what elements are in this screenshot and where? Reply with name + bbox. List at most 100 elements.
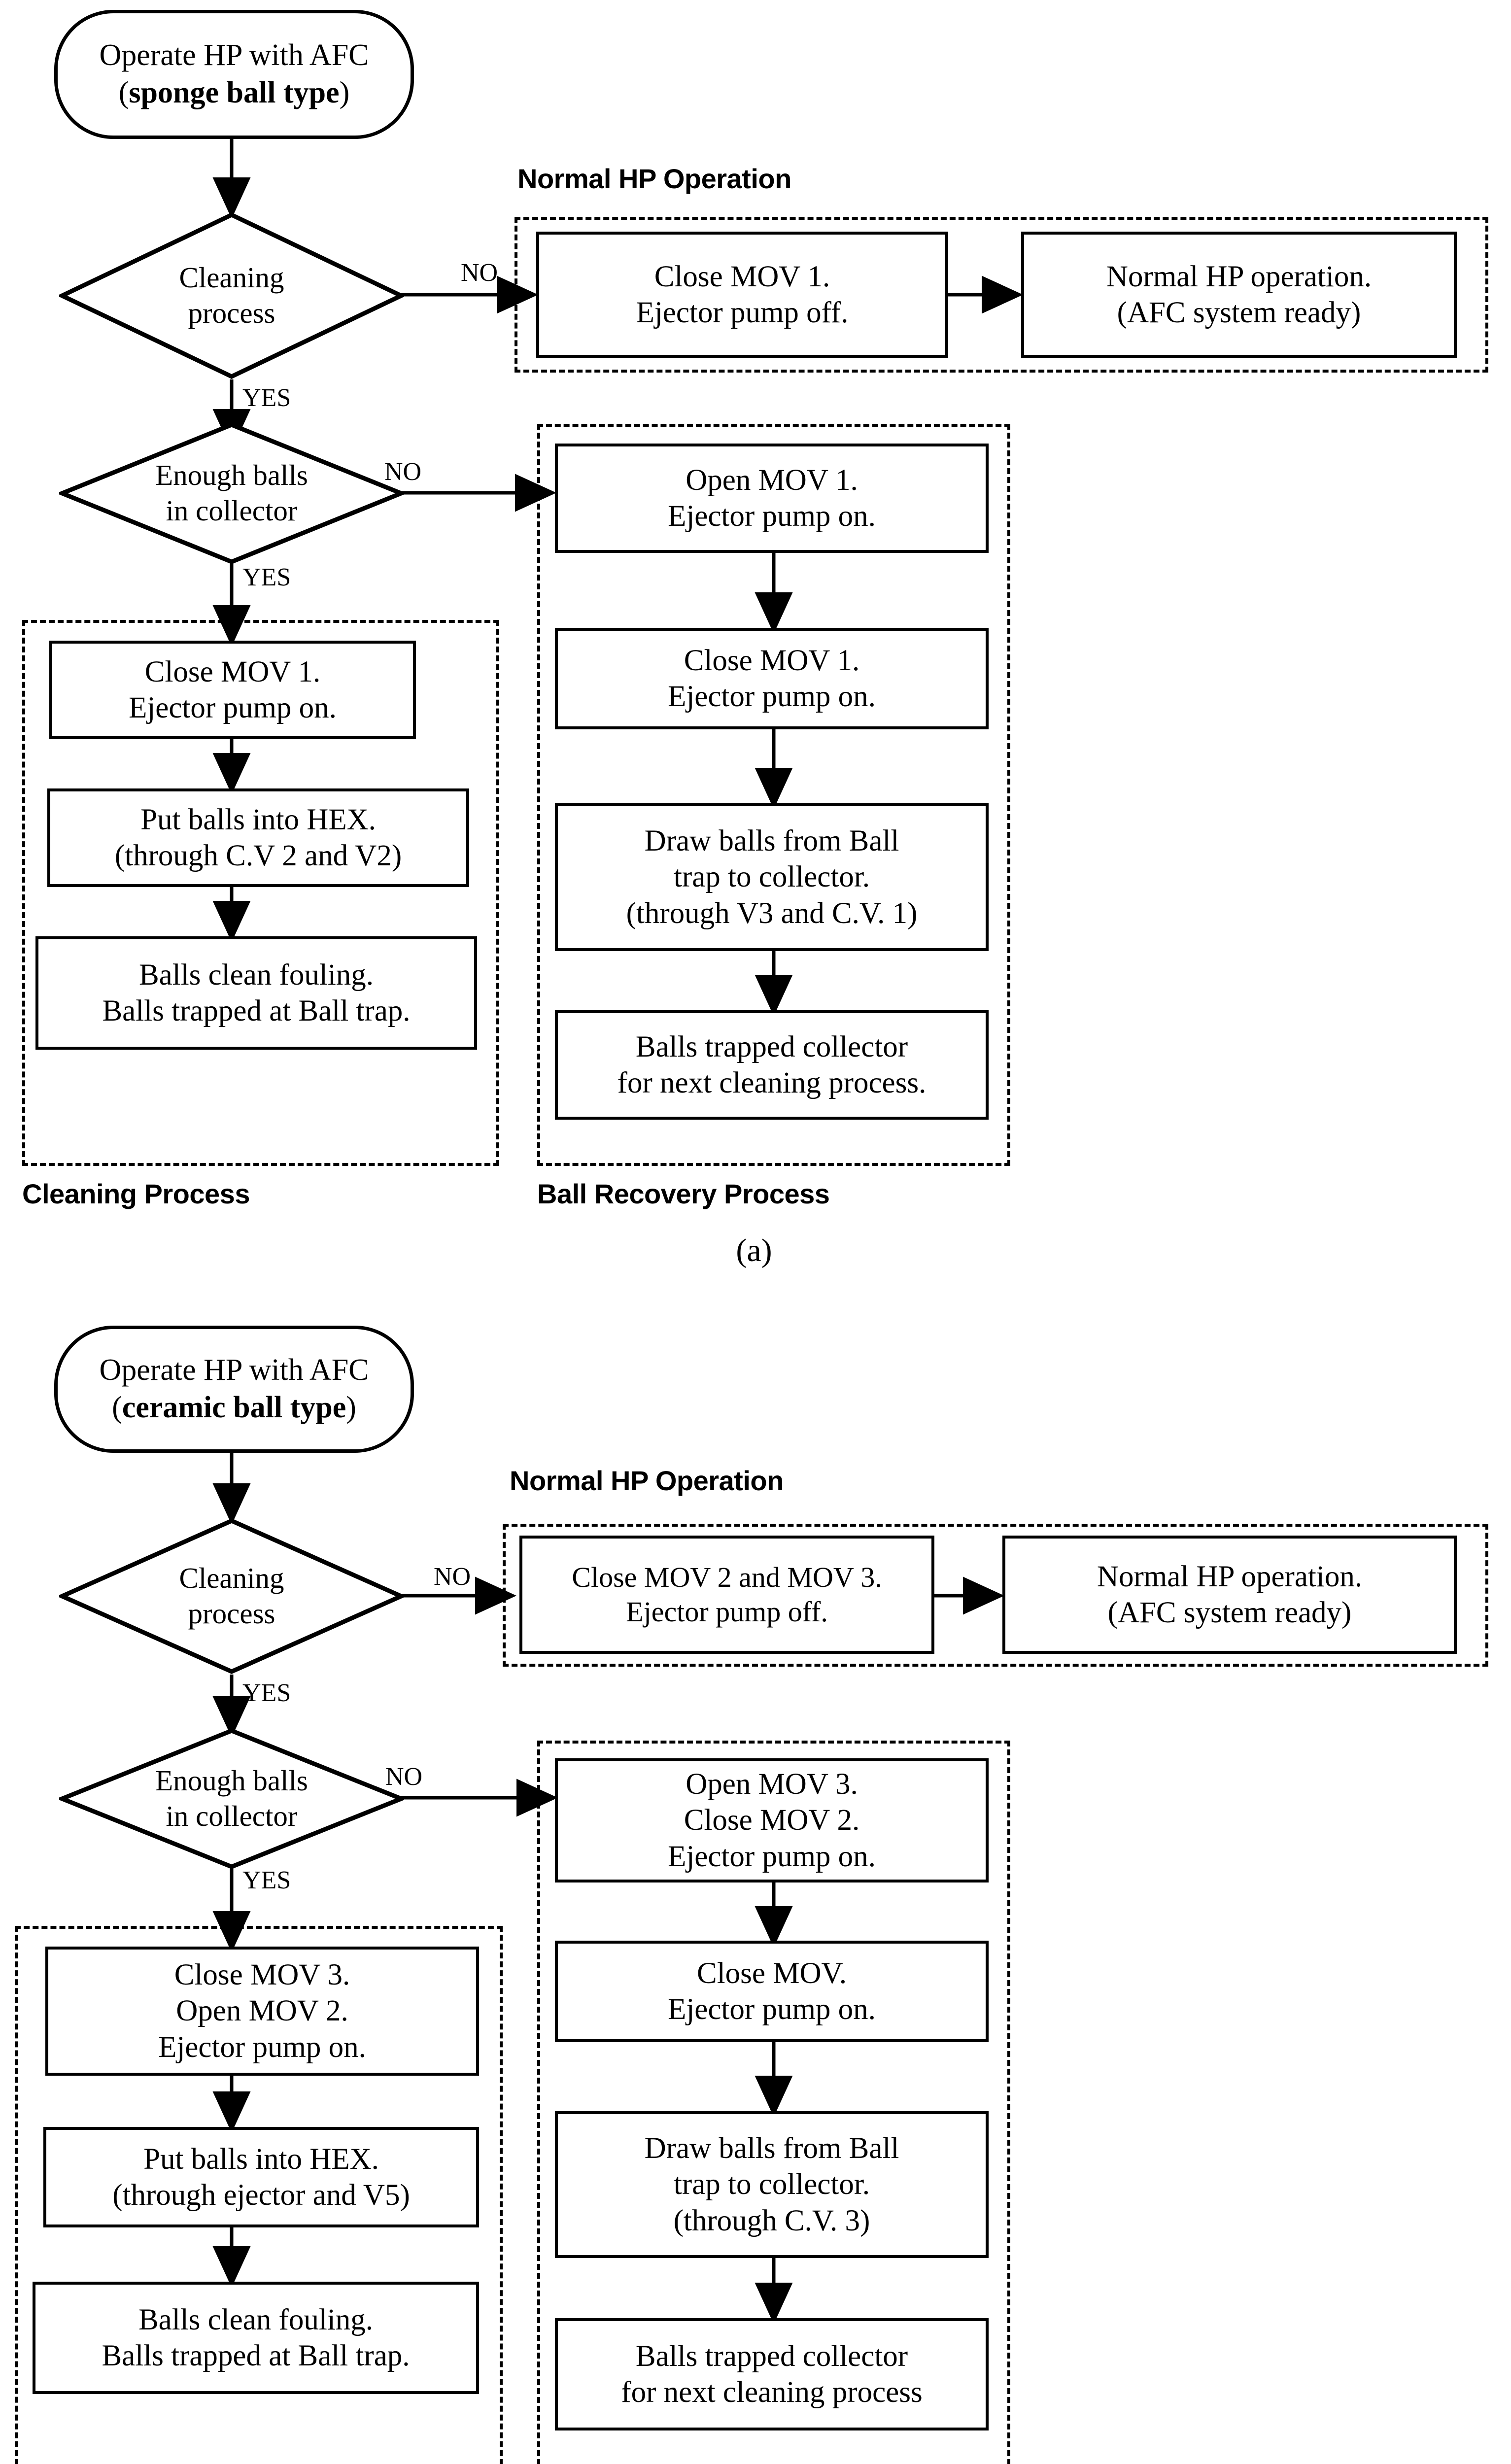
decision-cleaning-line-2: process — [188, 297, 275, 329]
start-line-2: (sponge ball type) — [118, 76, 350, 109]
normal-op-box-1: Close MOV 1. Ejector pump off. — [536, 232, 948, 358]
decision-cleaning-line-2: process — [188, 1597, 275, 1630]
start-terminator: Operate HP with AFC (ceramic ball type) — [54, 1326, 414, 1453]
cleaning-box-3-line-1: Balls clean fouling. — [138, 958, 374, 992]
edge-label-cleaning-yes: YES — [242, 384, 291, 412]
edge-label-enough-yes: YES — [242, 1866, 291, 1894]
cleaning-box-3-line-2: Balls trapped at Ball trap. — [102, 2339, 410, 2372]
decision-enough-balls: Enough balls in collector — [59, 422, 404, 565]
normal-op-box-2-line-1: Normal HP operation. — [1106, 260, 1372, 293]
group-ball-recovery-process — [537, 424, 1010, 1166]
group-cleaning-process — [22, 620, 499, 1166]
recovery-box-1-line-2: Close MOV 2. — [684, 1804, 860, 1837]
flowchart-figure-b: Operate HP with AFC (ceramic ball type) … — [0, 1321, 1511, 2464]
normal-op-box-1: Close MOV 2 and MOV 3. Ejector pump off. — [519, 1536, 934, 1654]
recovery-box-1-line-1: Open MOV 1. — [686, 463, 858, 497]
cleaning-box-2: Put balls into HEX. (through ejector and… — [43, 2127, 479, 2227]
cleaning-box-3: Balls clean fouling. Balls trapped at Ba… — [33, 2282, 479, 2394]
normal-op-box-2: Normal HP operation. (AFC system ready) — [1002, 1536, 1457, 1654]
start-line-2: (ceramic ball type) — [112, 1391, 356, 1424]
start-line-1: Operate HP with AFC — [99, 38, 369, 72]
normal-op-box-2: Normal HP operation. (AFC system ready) — [1021, 232, 1457, 358]
recovery-box-3-line-1: Draw balls from Ball — [644, 824, 899, 858]
recovery-box-2-line-2: Ejector pump on. — [668, 1993, 876, 2026]
normal-op-box-2-line-2: (AFC system ready) — [1117, 296, 1361, 329]
decision-cleaning-line-1: Cleaning — [179, 1562, 284, 1595]
recovery-box-3: Draw balls from Ball trap to collector. … — [555, 803, 989, 951]
figure-a-caption: (a) — [655, 1232, 853, 1269]
edge-label-enough-yes: YES — [242, 563, 291, 591]
normal-op-box-1-line-1: Close MOV 1. — [654, 260, 830, 293]
cleaning-box-2-line-1: Put balls into HEX. — [140, 803, 376, 836]
cleaning-box-3-line-2: Balls trapped at Ball trap. — [102, 994, 411, 1027]
edge-label-enough-no: NO — [385, 1763, 423, 1791]
figure-a-stage: Operate HP with AFC (sponge ball type) C… — [22, 10, 1488, 1269]
cleaning-box-1-line-2: Ejector pump on. — [129, 691, 337, 724]
group-ball-recovery-process — [537, 1741, 1010, 2464]
recovery-box-1-line-1: Open MOV 3. — [686, 1768, 858, 1801]
figure-b-stage: Operate HP with AFC (ceramic ball type) … — [0, 1321, 1511, 2464]
edge-label-cleaning-yes: YES — [242, 1679, 291, 1707]
cleaning-box-1-line-1: Close MOV 3. — [174, 1958, 350, 1992]
recovery-box-4: Balls trapped collector for next cleanin… — [555, 1010, 989, 1120]
decision-cleaning-line-1: Cleaning — [179, 261, 284, 294]
figure-a-caption-text: (a) — [736, 1232, 772, 1268]
recovery-box-1-line-2: Ejector pump on. — [668, 500, 876, 533]
group-normal-hp-operation — [515, 217, 1488, 373]
cleaning-box-2: Put balls into HEX. (through C.V 2 and V… — [47, 788, 469, 887]
group-cleaning-process — [15, 1926, 503, 2464]
recovery-box-4-line-2: for next cleaning process. — [617, 1066, 927, 1099]
cleaning-box-1: Close MOV 1. Ejector pump on. — [49, 641, 416, 739]
decision-enough-line-2: in collector — [166, 1800, 298, 1832]
decision-enough-balls: Enough balls in collector — [59, 1728, 404, 1870]
start-terminator: Operate HP with AFC (sponge ball type) — [54, 10, 414, 139]
recovery-box-2: Close MOV 1. Ejector pump on. — [555, 628, 989, 729]
recovery-box-3: Draw balls from Ball trap to collector. … — [555, 2111, 989, 2258]
normal-op-box-1-line-1: Close MOV 2 and MOV 3. — [572, 1561, 882, 1594]
decision-enough-line-1: Enough balls — [155, 459, 308, 492]
cleaning-box-1-line-1: Close MOV 1. — [144, 655, 321, 688]
cleaning-box-3-line-1: Balls clean fouling. — [138, 2303, 374, 2336]
decision-enough-line-1: Enough balls — [155, 1764, 308, 1797]
group-label-cleaning-process: Cleaning Process — [22, 1178, 250, 1209]
recovery-box-1: Open MOV 1. Ejector pump on. — [555, 444, 989, 553]
recovery-box-1-line-3: Ejector pump on. — [668, 1840, 876, 1873]
group-normal-hp-operation — [503, 1524, 1488, 1667]
cleaning-box-2-line-1: Put balls into HEX. — [143, 2142, 379, 2176]
cleaning-box-2-line-2: (through ejector and V5) — [112, 2179, 410, 2212]
decision-cleaning-process: Cleaning process — [59, 212, 404, 379]
edge-label-enough-no: NO — [384, 458, 422, 486]
normal-op-box-1-line-2: Ejector pump off. — [636, 296, 849, 329]
recovery-box-2: Close MOV. Ejector pump on. — [555, 1941, 989, 2042]
edge-label-cleaning-no: NO — [461, 259, 498, 287]
flowchart-figure-a: Operate HP with AFC (sponge ball type) C… — [22, 10, 1488, 1269]
group-label-normal-hp-operation: Normal HP Operation — [510, 1465, 784, 1496]
recovery-box-4-line-2: for next cleaning process — [621, 2376, 923, 2409]
recovery-box-1: Open MOV 3. Close MOV 2. Ejector pump on… — [555, 1758, 989, 1882]
cleaning-box-1: Close MOV 3. Open MOV 2. Ejector pump on… — [45, 1947, 479, 2076]
recovery-box-4-line-1: Balls trapped collector — [635, 2339, 908, 2373]
cleaning-box-1-line-2: Open MOV 2. — [176, 1994, 348, 2028]
decision-cleaning-process: Cleaning process — [59, 1518, 404, 1675]
cleaning-box-1-line-3: Ejector pump on. — [158, 2030, 366, 2064]
normal-op-box-2-line-2: (AFC system ready) — [1107, 1596, 1352, 1629]
group-label-ball-recovery-process: Ball Recovery Process — [537, 1178, 830, 1209]
cleaning-box-3: Balls clean fouling. Balls trapped at Ba… — [35, 936, 477, 1050]
recovery-box-2-line-2: Ejector pump on. — [668, 680, 876, 713]
decision-enough-line-2: in collector — [166, 494, 298, 527]
recovery-box-2-line-1: Close MOV. — [697, 1956, 847, 1990]
recovery-box-3-line-2: trap to collector. — [673, 860, 870, 894]
start-line-1: Operate HP with AFC — [99, 1353, 369, 1387]
group-label-normal-hp-operation: Normal HP Operation — [517, 163, 791, 194]
recovery-box-3-line-1: Draw balls from Ball — [644, 2132, 899, 2165]
recovery-box-4-line-1: Balls trapped collector — [635, 1030, 908, 1063]
recovery-box-4: Balls trapped collector for next cleanin… — [555, 2318, 989, 2430]
edge-label-cleaning-no: NO — [434, 1563, 471, 1591]
normal-op-box-2-line-1: Normal HP operation. — [1097, 1560, 1363, 1593]
normal-op-box-1-line-2: Ejector pump off. — [626, 1596, 828, 1628]
recovery-box-3-line-2: trap to collector. — [673, 2168, 870, 2201]
recovery-box-3-line-3: (through C.V. 3) — [673, 2204, 870, 2237]
cleaning-box-2-line-2: (through C.V 2 and V2) — [114, 839, 402, 872]
recovery-box-2-line-1: Close MOV 1. — [684, 644, 860, 677]
recovery-box-3-line-3: (through V3 and C.V. 1) — [626, 896, 918, 930]
